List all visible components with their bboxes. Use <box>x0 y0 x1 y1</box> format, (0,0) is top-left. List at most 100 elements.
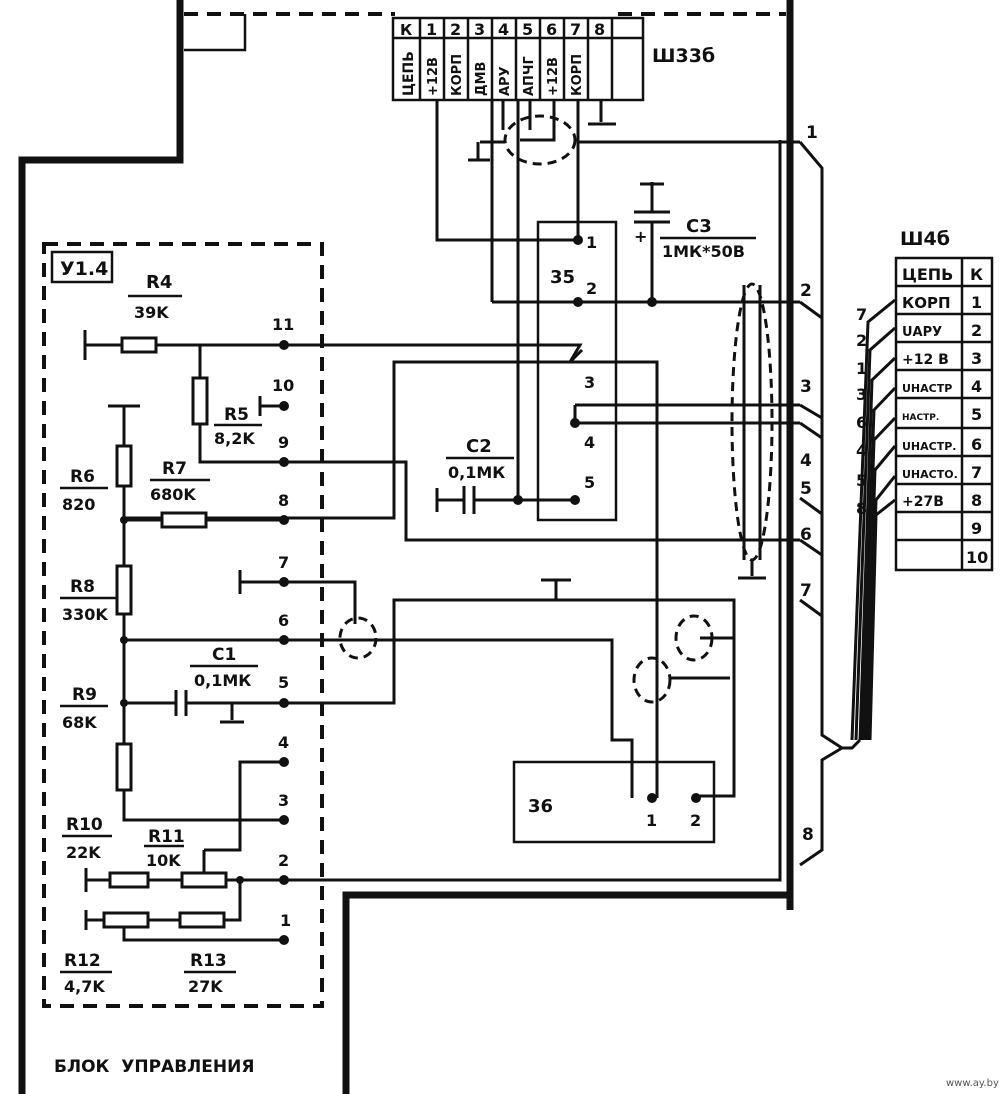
connector-top-signal: КОРП <box>570 54 585 96</box>
subboard-outline <box>42 242 324 1008</box>
board-pin-label: 3 <box>278 791 289 810</box>
resistor-r5: R5 8,2K <box>191 376 262 448</box>
connector-right-signal: UНАСТО. <box>902 468 958 481</box>
harness-wire-label: 6 <box>800 525 812 545</box>
r12-ref: R12 <box>64 951 101 971</box>
upper-stub <box>184 14 247 52</box>
module-36-pin: 2 <box>690 811 701 830</box>
c3-value: 1МК*50В <box>662 242 745 261</box>
shield-ring <box>503 114 577 166</box>
wire-pin4 <box>575 403 800 425</box>
board-pin-label: 2 <box>278 851 289 870</box>
board-pin-label: 11 <box>272 315 294 334</box>
connector-right-contact: 7 <box>971 463 982 482</box>
resistor-r7: R7 680K <box>124 459 284 529</box>
connector-top-signal: +12В <box>546 57 561 96</box>
pair-shield-lower <box>632 656 672 704</box>
connector-right-signal: UНАСТР <box>902 382 952 395</box>
wire-pin11 <box>198 343 583 464</box>
board-pin-dot <box>279 515 289 525</box>
wire-net-pin9 <box>200 460 800 542</box>
board-pin-dot <box>279 340 289 350</box>
connector-top-signal: КОРП <box>450 54 465 96</box>
svg-text:+: + <box>634 227 647 246</box>
wiring-harness <box>798 141 897 867</box>
connector-right-contact: 9 <box>971 519 982 538</box>
board-pin-dot <box>279 875 289 885</box>
c1-ref: C1 <box>212 645 236 665</box>
harness-wire-label: 8 <box>802 825 814 845</box>
connector-top-name: Ш33б <box>652 45 715 67</box>
module-35-pin: 5 <box>584 473 595 492</box>
connector-top-signal: АРУ <box>498 66 513 96</box>
resistor-r8: R8 330K <box>60 564 133 624</box>
pin6-shield <box>338 616 378 660</box>
r7-value: 680K <box>150 485 196 504</box>
connector-top-signal: +12В <box>426 57 441 96</box>
block-title: БЛОК УПРАВЛЕНИЯ <box>54 1057 254 1077</box>
module-36-label: 36 <box>528 796 553 817</box>
resistor-r9: R9 68K <box>60 685 133 792</box>
connector-right-contact: 2 <box>971 321 982 340</box>
connector-top-header-contact: К <box>400 21 413 39</box>
wire-pin3-to-36 <box>582 360 659 798</box>
board-pin-dot <box>279 815 289 825</box>
r9-value: 68K <box>62 713 97 732</box>
board-pin-dot <box>279 577 289 587</box>
connector-right-name: Ш4б <box>900 228 950 250</box>
connector-right-wire: 4 <box>856 441 867 460</box>
connector-right-contact: 4 <box>971 377 982 396</box>
c1-value: 0,1МК <box>194 671 251 690</box>
connector-right-wire: 1 <box>856 359 867 378</box>
connector-right-wire: 5 <box>856 471 867 490</box>
connector-right-header-contact: К <box>970 265 983 284</box>
harness-wire-label: 2 <box>800 281 812 301</box>
connector-right-signal: +27В <box>902 494 944 510</box>
r13-value: 27K <box>188 977 223 996</box>
connector-top-signal: ДМВ <box>474 62 489 96</box>
module-35-label: 35 <box>550 267 575 288</box>
connector-right-wire: 8 <box>856 499 867 518</box>
board-pin-label: 1 <box>280 911 291 930</box>
subboard-label: У1.4 <box>60 258 108 280</box>
connector-right-contact: 1 <box>971 293 982 312</box>
c2-ref: C2 <box>466 436 492 457</box>
board-pin-label: 7 <box>278 553 289 572</box>
board-pin-label: 10 <box>272 376 294 395</box>
wire-pin7 <box>238 570 357 624</box>
board-pin-label: 4 <box>278 733 289 752</box>
connector-right-signal: UАРУ <box>902 325 942 340</box>
r6-value: 820 <box>62 495 95 514</box>
module-35-pin: 3 <box>584 373 595 392</box>
block-outline <box>18 0 794 1094</box>
module-36-pin: 1 <box>646 811 657 830</box>
connector-top-pin-num: 4 <box>498 20 509 39</box>
resistor-r11: R11 10K <box>144 140 782 889</box>
subboard-label-box: У1.4 <box>50 250 114 284</box>
c3-ref: C3 <box>686 216 712 237</box>
harness-wire-label: 4 <box>800 451 812 471</box>
r11-ref: R11 <box>148 827 185 847</box>
harness-wire-label: 1 <box>806 123 818 143</box>
vertical-chain <box>108 404 284 822</box>
r13-ref: R13 <box>190 951 227 971</box>
connector-top-header-circuit: ЦЕПЬ <box>401 51 417 96</box>
connector-right-signal: +12 В <box>902 352 949 368</box>
wire-pin6 <box>124 638 634 798</box>
board-pin-label: 6 <box>278 611 289 630</box>
wire-pin5 <box>124 578 736 798</box>
r5-value: 8,2K <box>214 429 255 448</box>
wire-pin4 <box>204 760 284 852</box>
connector-right-contact: 5 <box>971 405 982 424</box>
resistor-r12: R12 4,7K <box>60 910 284 996</box>
connector-right-header-circuit: ЦЕПЬ <box>902 265 953 284</box>
harness-wire-label: 3 <box>800 377 812 397</box>
r5-ref: R5 <box>224 405 249 425</box>
resistor-r10: R10 22K <box>62 815 182 892</box>
board-pins: 11 10 9 8 7 6 5 4 3 2 1 <box>272 315 294 945</box>
r4-ref: R4 <box>146 272 172 293</box>
module-35-pin: 1 <box>586 233 597 252</box>
resistor-r6: R6 820 <box>60 444 133 514</box>
board-pin-label: 5 <box>278 673 289 692</box>
